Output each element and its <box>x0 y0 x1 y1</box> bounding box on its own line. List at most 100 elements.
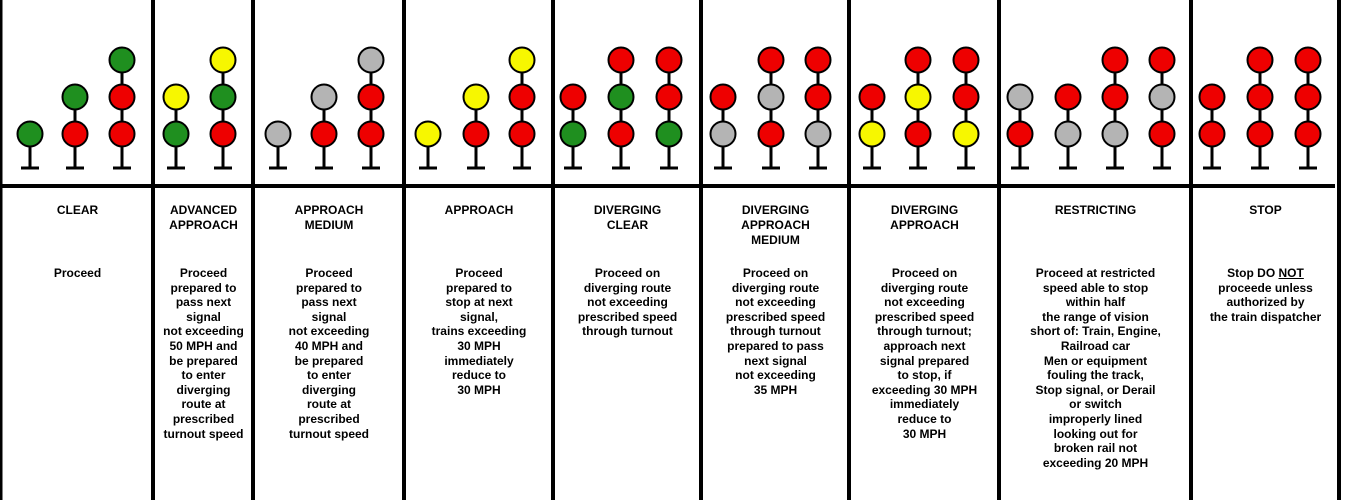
aspect-rule-part: proceede unless authorized by the train … <box>1209 280 1322 324</box>
signal-mast <box>1054 83 1082 170</box>
signal-lamp-red <box>1198 83 1226 111</box>
aspect-column: ADVANCED APPROACH Proceed prepared to pas… <box>155 0 252 500</box>
aspect-column: CLEAR Proceed <box>3 0 152 500</box>
signal-lamp-grey <box>804 120 832 148</box>
signal-mast <box>61 83 89 170</box>
signal-lamp-green <box>162 120 190 148</box>
signal-lamp-yellow <box>462 83 490 111</box>
signal-lamp-red <box>357 120 385 148</box>
signal-lamp-red <box>858 83 886 111</box>
signal-lamp-red <box>757 120 785 148</box>
aspect-rule: Proceed prepared to stop at next signal,… <box>431 266 527 397</box>
signal-lamp-red <box>952 46 980 74</box>
signal-lamp-green <box>559 120 587 148</box>
signal-lamp-red <box>709 83 737 111</box>
signal-mast <box>858 83 886 170</box>
signal-lamp-grey <box>357 46 385 74</box>
signal-lamp-grey <box>1054 120 1082 148</box>
signal-mast <box>1294 46 1322 170</box>
signal-mast <box>414 120 442 170</box>
signal-lamp-green <box>61 83 89 111</box>
signal-lamp-grey <box>264 120 292 148</box>
signal-lamp-grey <box>757 83 785 111</box>
signal-lamp-red <box>357 83 385 111</box>
signal-lamp-red <box>1246 83 1274 111</box>
signal-mast <box>952 46 980 170</box>
signal-lamp-yellow <box>508 46 536 74</box>
aspect-rule: Proceed prepared to pass next signal not… <box>163 266 244 441</box>
aspect-name: DIVERGING CLEAR <box>593 203 662 232</box>
signal-lamp-red <box>559 83 587 111</box>
signal-mast <box>655 46 683 170</box>
signal-lamp-red <box>607 120 635 148</box>
signal-lamp-yellow <box>904 83 932 111</box>
signal-lamp-red <box>310 120 338 148</box>
signal-mast <box>1198 83 1226 170</box>
signal-lamp-red <box>757 46 785 74</box>
signal-mast <box>162 83 190 170</box>
aspect-column: APPROACH Proceed prepared to stop at next… <box>406 0 552 500</box>
signal-lamp-green <box>655 120 683 148</box>
signal-lamp-green <box>209 83 237 111</box>
signal-mast <box>607 46 635 170</box>
signal-mast <box>357 46 385 170</box>
signal-lamp-red <box>1294 46 1322 74</box>
signal-mast <box>1101 46 1129 170</box>
signal-mast <box>508 46 536 170</box>
signal-lamp-red <box>1198 120 1226 148</box>
aspect-name: ADVANCED APPROACH <box>169 203 238 232</box>
aspect-rule: Proceed at restricted speed able to stop… <box>1030 266 1161 470</box>
aspect-rule-part: Stop DO <box>1227 266 1279 280</box>
signal-lamp-red <box>655 46 683 74</box>
signal-lamp-red <box>804 46 832 74</box>
aspect-rule: Proceed <box>53 266 102 280</box>
signal-lamp-red <box>1246 120 1274 148</box>
signal-lamp-yellow <box>858 120 886 148</box>
signal-lamp-red <box>1148 120 1176 148</box>
signal-lamp-red <box>61 120 89 148</box>
aspect-name: CLEAR <box>56 203 99 217</box>
signal-mast <box>209 46 237 170</box>
signal-masts <box>16 46 1322 170</box>
signal-mast <box>310 83 338 170</box>
aspect-rule-part: NOT <box>1278 266 1304 280</box>
signal-mast <box>804 46 832 170</box>
aspect-rule: Proceed prepared to pass next signal not… <box>288 266 370 441</box>
signal-lamp-grey <box>1006 83 1034 111</box>
signal-lamp-grey <box>310 83 338 111</box>
signal-lamp-grey <box>1148 83 1176 111</box>
aspect-rule: Stop DO NOT proceede unless authorized b… <box>1193 266 1338 324</box>
aspect-column: APPROACH MEDIUM Proceed prepared to pass … <box>255 0 403 500</box>
signal-lamp-red <box>209 120 237 148</box>
signal-lamp-red <box>1101 46 1129 74</box>
aspect-rule: Proceed on diverging route not exceeding… <box>725 266 826 397</box>
signal-mast <box>264 120 292 170</box>
signal-lamp-red <box>508 83 536 111</box>
signal-mast <box>904 46 932 170</box>
signal-lamp-red <box>1294 120 1322 148</box>
signal-lamp-red <box>904 46 932 74</box>
signal-lamp-red <box>1246 46 1274 74</box>
signal-lamp-red <box>1006 120 1034 148</box>
aspect-column: DIVERGING APPROACH MEDIUM Proceed on dive… <box>703 0 848 500</box>
signal-mast <box>1006 83 1034 170</box>
signal-lamp-green <box>108 46 136 74</box>
signal-lamp-red <box>462 120 490 148</box>
signal-mast <box>462 83 490 170</box>
signal-lamp-green <box>607 83 635 111</box>
signal-mast <box>16 120 44 170</box>
aspect-name: APPROACH MEDIUM <box>294 203 364 232</box>
aspect-name: DIVERGING APPROACH MEDIUM <box>741 203 810 247</box>
signal-mast <box>1246 46 1274 170</box>
signal-lamp-red <box>607 46 635 74</box>
signal-lamp-red <box>1148 46 1176 74</box>
aspect-name: RESTRICTING <box>1054 203 1137 217</box>
signal-lamp-red <box>508 120 536 148</box>
signal-mast <box>709 83 737 170</box>
aspect-name: APPROACH <box>444 203 514 217</box>
signal-mast <box>757 46 785 170</box>
